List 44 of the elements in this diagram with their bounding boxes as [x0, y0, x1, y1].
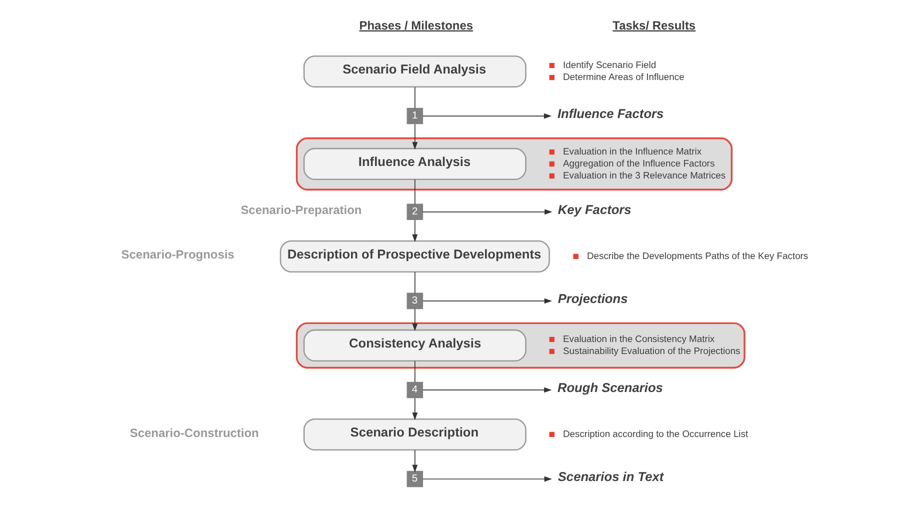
connector — [414, 179, 416, 205]
node-label: Determine Areas of Influence — [563, 70, 684, 82]
label: Phases / Milestones — [359, 18, 474, 32]
connector — [414, 86, 416, 109]
node-box: Influence Analysis — [303, 148, 526, 180]
node-label: Describe the Developments Paths of the Key Factors — [586, 250, 808, 261]
arrow — [412, 308, 418, 332]
label: Scenario-Preparation — [240, 203, 362, 218]
node-box: 5 — [406, 470, 424, 488]
node-box: 1 — [406, 108, 424, 124]
label: Scenario-Prognosis — [121, 248, 234, 262]
node-box: Scenario Field Analysis — [303, 55, 526, 88]
label: Tasks/ Results — [612, 18, 696, 32]
node-label: Aggregation of the Influence Factors — [563, 157, 715, 168]
node-box: 4 — [406, 382, 424, 398]
connector — [414, 272, 416, 294]
arrow — [422, 298, 552, 304]
node-box: Description of Prospective Developments — [280, 240, 550, 272]
arrow — [422, 476, 552, 482]
arrow — [412, 397, 418, 420]
node-text: Key Factors — [558, 202, 632, 218]
node-label: Evaluation in the 3 Relevance Matrices — [563, 169, 726, 180]
arrow — [422, 209, 552, 215]
node-label: Evaluation in the Influence Matrix — [563, 145, 702, 156]
node-box: Scenario Description — [303, 418, 526, 451]
node-text: Projections — [558, 291, 628, 306]
node-text: Rough Scenarios — [557, 380, 663, 396]
connector — [414, 360, 416, 383]
node-text: Influence Factors — [557, 106, 664, 122]
arrow — [412, 124, 418, 150]
label: Scenario-Construction — [130, 426, 259, 440]
node-label: Evaluation in the Consistency Matrix — [563, 332, 715, 344]
node-label: Sustainability Evaluation of the Projections — [563, 344, 740, 356]
cluster — [296, 137, 733, 190]
node-box: Consistency Analysis — [303, 329, 526, 362]
arrow — [422, 387, 552, 393]
node-label: Description according to the Occurrence List — [563, 428, 748, 439]
arrow — [412, 450, 418, 472]
node-label: Identify Scenario Field — [563, 58, 656, 70]
arrow — [422, 113, 552, 119]
node-text: Scenarios in Text — [558, 469, 664, 484]
node-box: 2 — [406, 204, 424, 220]
node-box: 3 — [406, 292, 424, 310]
arrow — [412, 219, 418, 242]
